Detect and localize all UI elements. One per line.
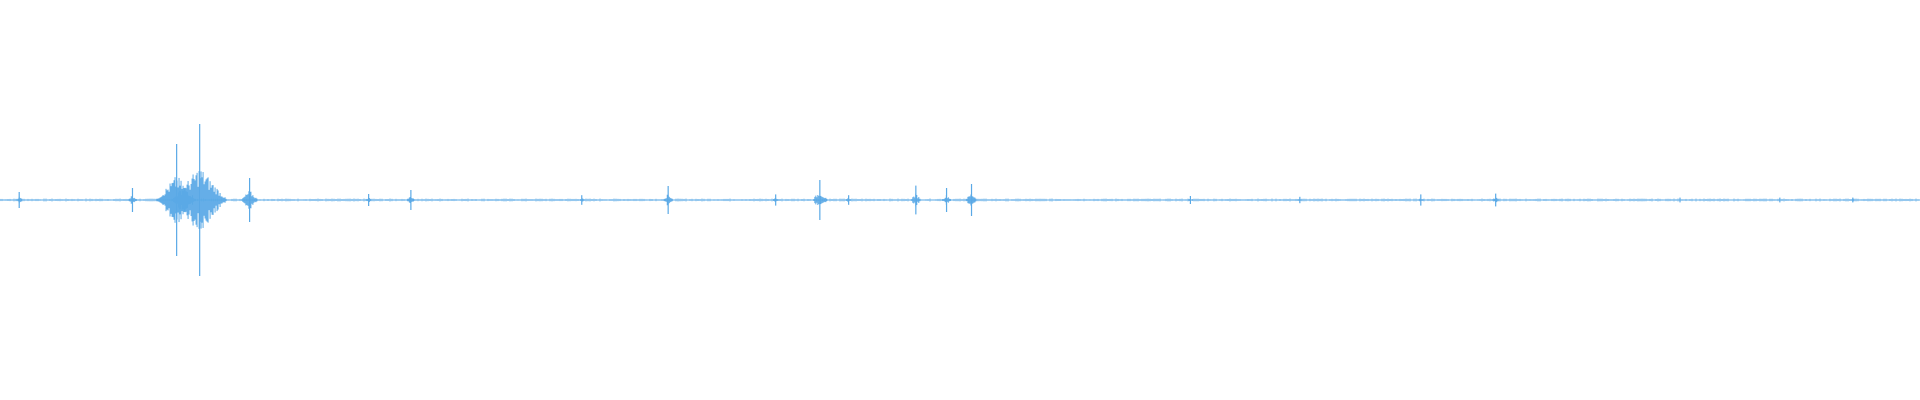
waveform-track [0, 124, 1920, 276]
